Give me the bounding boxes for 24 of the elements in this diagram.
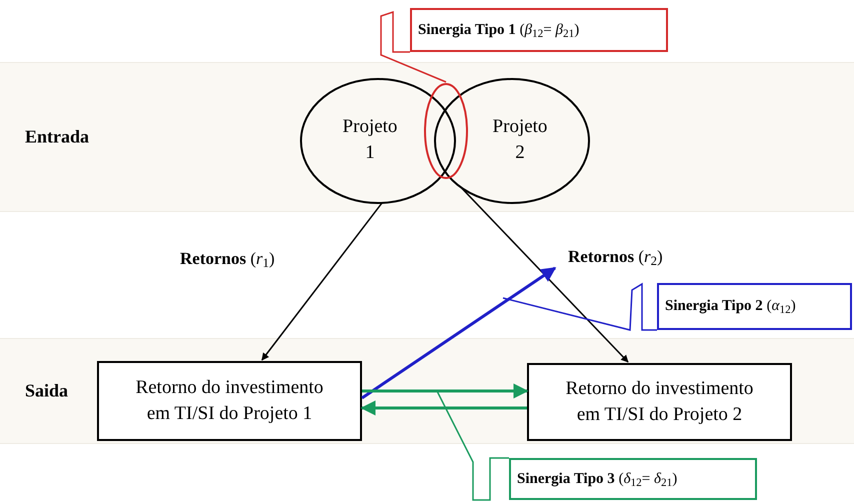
section-band <box>0 62 854 212</box>
box-text: Retorno do investimento em TI/SI do Projeto 2 <box>564 377 754 427</box>
box-text: Retorno do investimento em TI/SI do Projeto 1 <box>134 376 324 426</box>
leader-line <box>436 390 509 501</box>
project-label: Projeto 1 <box>342 115 398 165</box>
callout-box <box>657 283 852 330</box>
callout-text: Sinergia Tipo 1 (β$_{12}$= β$_{21}$) <box>418 20 580 42</box>
callout-text: Sinergia Tipo 2 (α$_{12}$) <box>665 297 796 318</box>
result-box <box>97 361 362 441</box>
callout-text: Sinergia Tipo 3 (δ$_{12}$= δ$_{21}$) <box>517 470 678 490</box>
callout-box <box>410 8 668 52</box>
leader-line <box>380 10 446 83</box>
arrow <box>461 188 629 363</box>
section-label: Entrada <box>25 126 90 148</box>
leader-line <box>502 282 657 331</box>
arrow <box>362 384 528 398</box>
callout-box <box>509 458 757 500</box>
project-label: Projeto 2 <box>492 115 548 165</box>
arrow <box>360 400 527 416</box>
arrow <box>261 202 383 361</box>
section-label: Saida <box>25 380 68 402</box>
section-band <box>0 338 854 444</box>
arrow <box>361 266 556 400</box>
result-box <box>527 363 792 441</box>
